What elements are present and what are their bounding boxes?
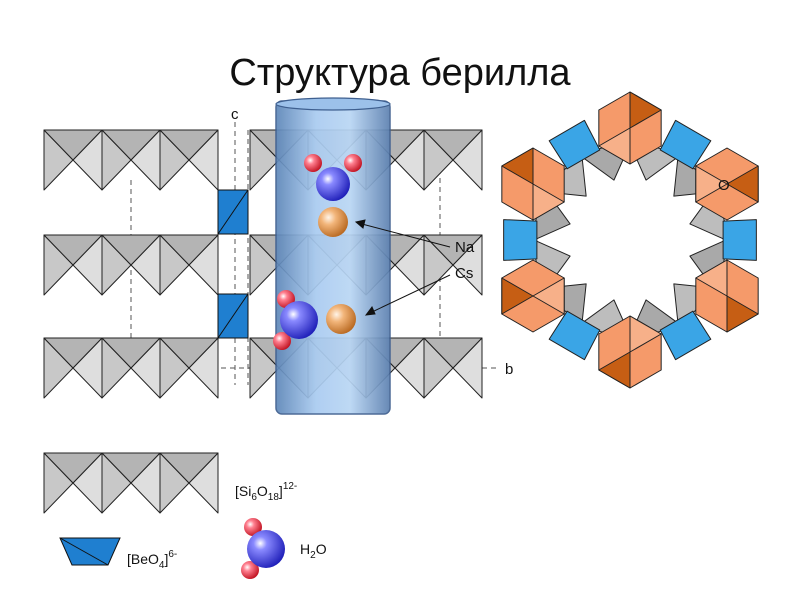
ring-beo4-tetrahedron [503, 219, 538, 261]
cation-na [318, 207, 348, 237]
cation-pointers [354, 219, 451, 316]
beo4-tetrahedra [217, 189, 249, 339]
structural-channel [275, 97, 391, 415]
legend: [Si6O18]12- [BeO4]6- H2O [43, 452, 327, 579]
ring-octahedron-face [598, 351, 631, 389]
chain-tetrahedron [43, 337, 103, 369]
ring-beo4-tetrahedron [548, 119, 601, 170]
chain-tetrahedron [101, 129, 161, 161]
chain-tetrahedron [43, 129, 103, 161]
chain-tetrahedron [43, 234, 103, 266]
ring-octahedron-face [532, 277, 565, 315]
chain-tetrahedron [423, 234, 483, 266]
axis-c-label: c [231, 106, 239, 123]
ring-octahedron-face [532, 183, 565, 221]
legend-beo4-label: [BeO4]6- [127, 549, 177, 571]
chain-tetrahedron [159, 337, 219, 369]
ring-octahedron-face [629, 91, 662, 129]
ring-beo4-tetrahedron [722, 219, 757, 261]
chain-tetrahedron [101, 337, 161, 369]
ring-octahedron-face [726, 165, 759, 203]
chain-tetrahedron [423, 129, 483, 161]
chain-tetrahedron [159, 234, 219, 266]
legend-water-swatch [241, 518, 285, 579]
ring-octahedron-face [501, 277, 534, 315]
ring-beo4-tetrahedron [659, 310, 712, 361]
ring-octahedron-face [695, 165, 728, 203]
water-molecule [304, 154, 362, 201]
water-molecule [273, 290, 318, 350]
chain-tetrahedron [101, 452, 161, 484]
beo4-block [217, 293, 249, 339]
ring-octahedron-face [629, 315, 662, 353]
legend-si6o18-label: [Si6O18]12- [235, 481, 297, 503]
ring-beo4-tetrahedron [659, 119, 712, 170]
cation-cs [326, 304, 356, 334]
chain-tetrahedron [159, 452, 219, 484]
chain-tetrahedron [159, 129, 219, 161]
ring-octahedron-face [726, 295, 759, 333]
silicate-chain-layers [43, 129, 483, 399]
na-label: Na [455, 239, 475, 256]
ring-octahedron-face [501, 147, 534, 185]
axis-b-label: b [505, 361, 513, 378]
page-title: Структура берилла [229, 52, 571, 94]
chain-tetrahedron [43, 452, 103, 484]
cs-label: Cs [455, 265, 473, 282]
oxygen-label: O [718, 177, 730, 194]
legend-si6o18-swatch [43, 452, 219, 514]
legend-beo4-swatch [59, 537, 121, 566]
chain-tetrahedron [423, 337, 483, 369]
chain-tetrahedron [101, 234, 161, 266]
legend-water-label: H2O [300, 541, 327, 561]
ring-octahedron-face [695, 259, 728, 297]
beo4-block [217, 189, 249, 235]
ring-beo4-tetrahedron [548, 310, 601, 361]
hexagonal-silicate-ring [501, 91, 759, 389]
ring-octahedron-face [598, 127, 631, 165]
